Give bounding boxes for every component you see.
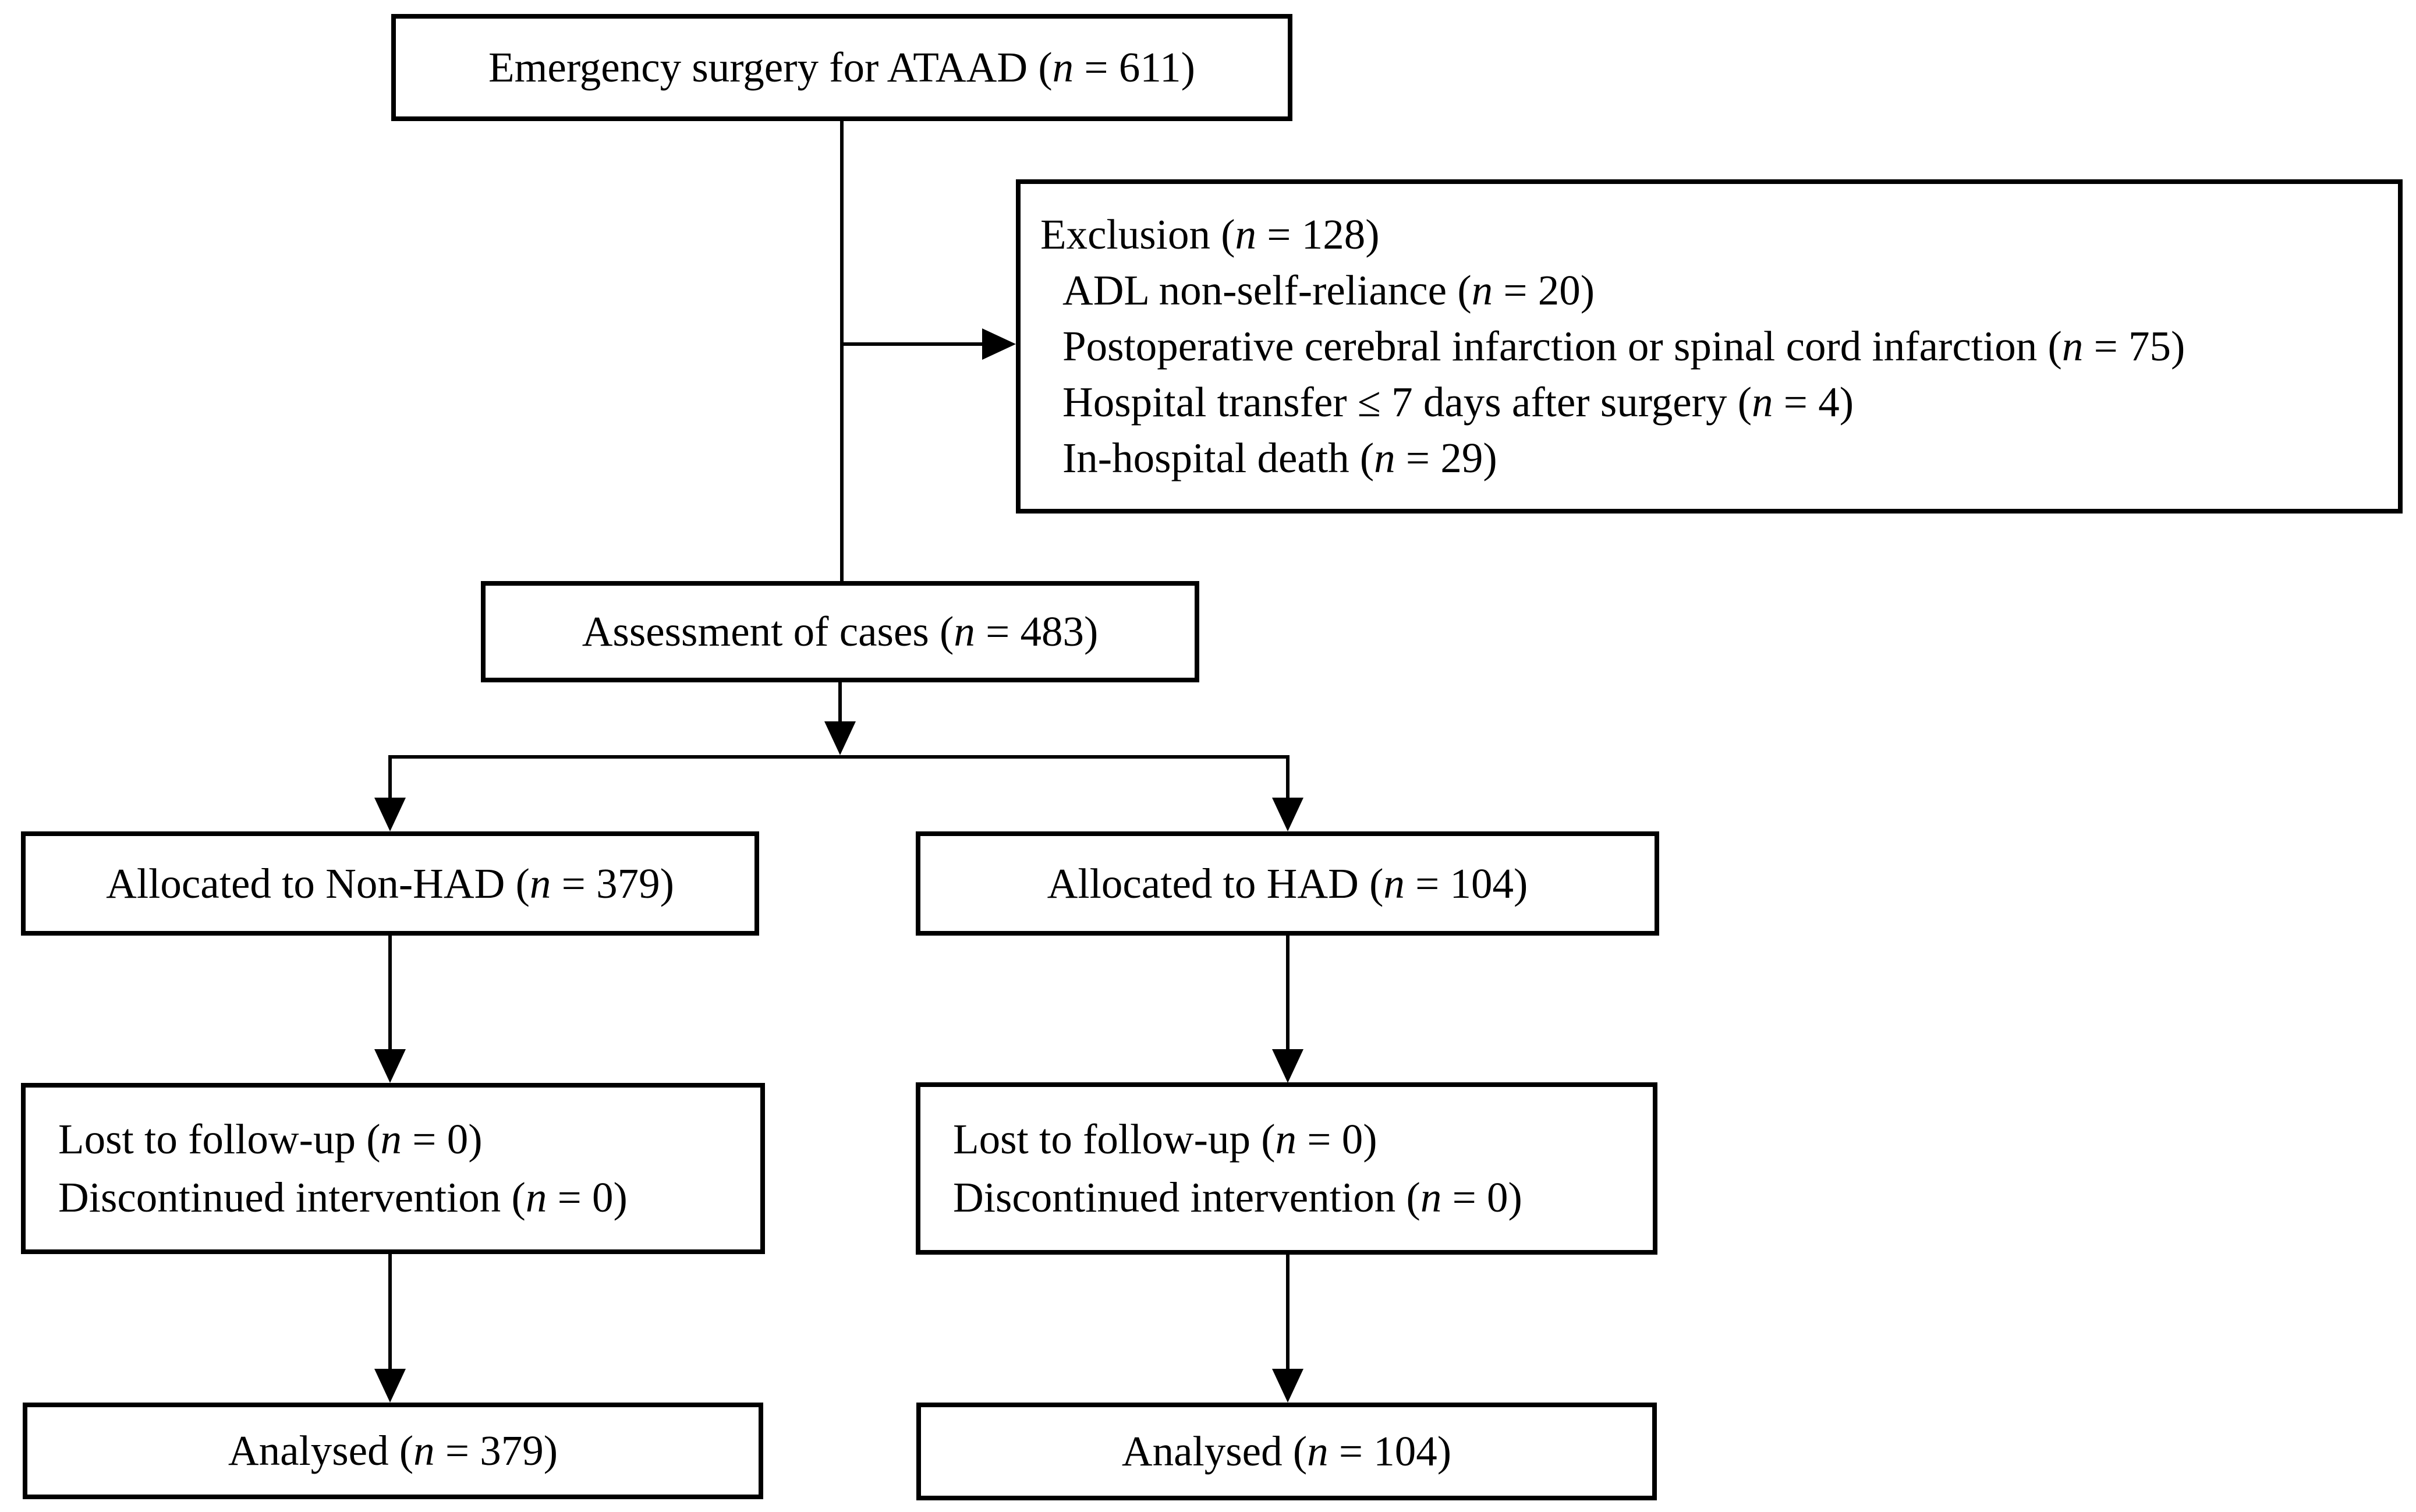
box-emergency-surgery-label: Emergency surgery for ATAAD (n = 611): [488, 44, 1195, 91]
box-analysed-had: Analysed (n = 104): [916, 1403, 1657, 1500]
box-analysed-nonhad: Analysed (n = 379): [23, 1403, 763, 1499]
connector-top-to-assessment: [840, 121, 844, 582]
connector-split-horizontal: [388, 755, 1290, 759]
lost-had-line-1: Lost to follow-up (n = 0): [953, 1116, 1377, 1163]
box-lost-nonhad: Lost to follow-up (n = 0) Discontinued i…: [21, 1083, 765, 1254]
arrowhead-analysed-left-icon: [374, 1369, 406, 1403]
arrowhead-lost-right-icon: [1272, 1049, 1303, 1083]
box-allocated-had-label: Allocated to HAD (n = 104): [1047, 859, 1528, 907]
box-allocated-nonhad: Allocated to Non-HAD (n = 379): [21, 831, 759, 936]
box-lost-had: Lost to follow-up (n = 0) Discontinued i…: [916, 1082, 1657, 1255]
connector-lost-to-analysed-right: [1286, 1255, 1290, 1371]
connector-to-exclusion: [842, 342, 984, 346]
arrowhead-alloc-left-icon: [374, 798, 406, 831]
arrowhead-split-icon: [824, 721, 856, 755]
connector-alloc-to-lost-left: [388, 936, 392, 1051]
box-allocated-nonhad-label: Allocated to Non-HAD (n = 379): [106, 859, 674, 907]
arrowhead-lost-left-icon: [374, 1049, 406, 1083]
exclusion-line-1: Exclusion (n = 128): [1040, 211, 1380, 258]
connector-split-to-alloc-left: [388, 757, 392, 801]
box-emergency-surgery: Emergency surgery for ATAAD (n = 611): [391, 14, 1292, 121]
exclusion-line-3: Postoperative cerebral infarction or spi…: [1062, 323, 2185, 370]
box-assessment-label: Assessment of cases (n = 483): [582, 608, 1099, 655]
exclusion-line-5: In-hospital death (n = 29): [1062, 434, 1497, 481]
lost-nonhad-line-1: Lost to follow-up (n = 0): [58, 1116, 483, 1163]
box-analysed-nonhad-label: Analysed (n = 379): [228, 1427, 558, 1474]
box-assessment: Assessment of cases (n = 483): [481, 581, 1199, 682]
lost-had-line-2: Discontinued intervention (n = 0): [953, 1174, 1522, 1221]
arrowhead-exclusion-icon: [982, 328, 1016, 360]
arrowhead-analysed-right-icon: [1272, 1369, 1303, 1403]
box-allocated-had: Allocated to HAD (n = 104): [916, 831, 1659, 936]
connector-split-to-alloc-right: [1286, 757, 1290, 801]
exclusion-line-4: Hospital transfer ≤ 7 days after surgery…: [1062, 378, 1854, 426]
connector-assessment-to-split: [838, 682, 842, 724]
arrowhead-alloc-right-icon: [1272, 798, 1303, 831]
connector-lost-to-analysed-left: [388, 1254, 392, 1371]
lost-nonhad-line-2: Discontinued intervention (n = 0): [58, 1174, 628, 1221]
exclusion-line-2: ADL non-self-reliance (n = 20): [1062, 267, 1595, 314]
connector-alloc-to-lost-right: [1286, 936, 1290, 1051]
box-analysed-had-label: Analysed (n = 104): [1121, 1428, 1452, 1475]
box-exclusion: Exclusion (n = 128) ADL non-self-relianc…: [1016, 179, 2403, 514]
